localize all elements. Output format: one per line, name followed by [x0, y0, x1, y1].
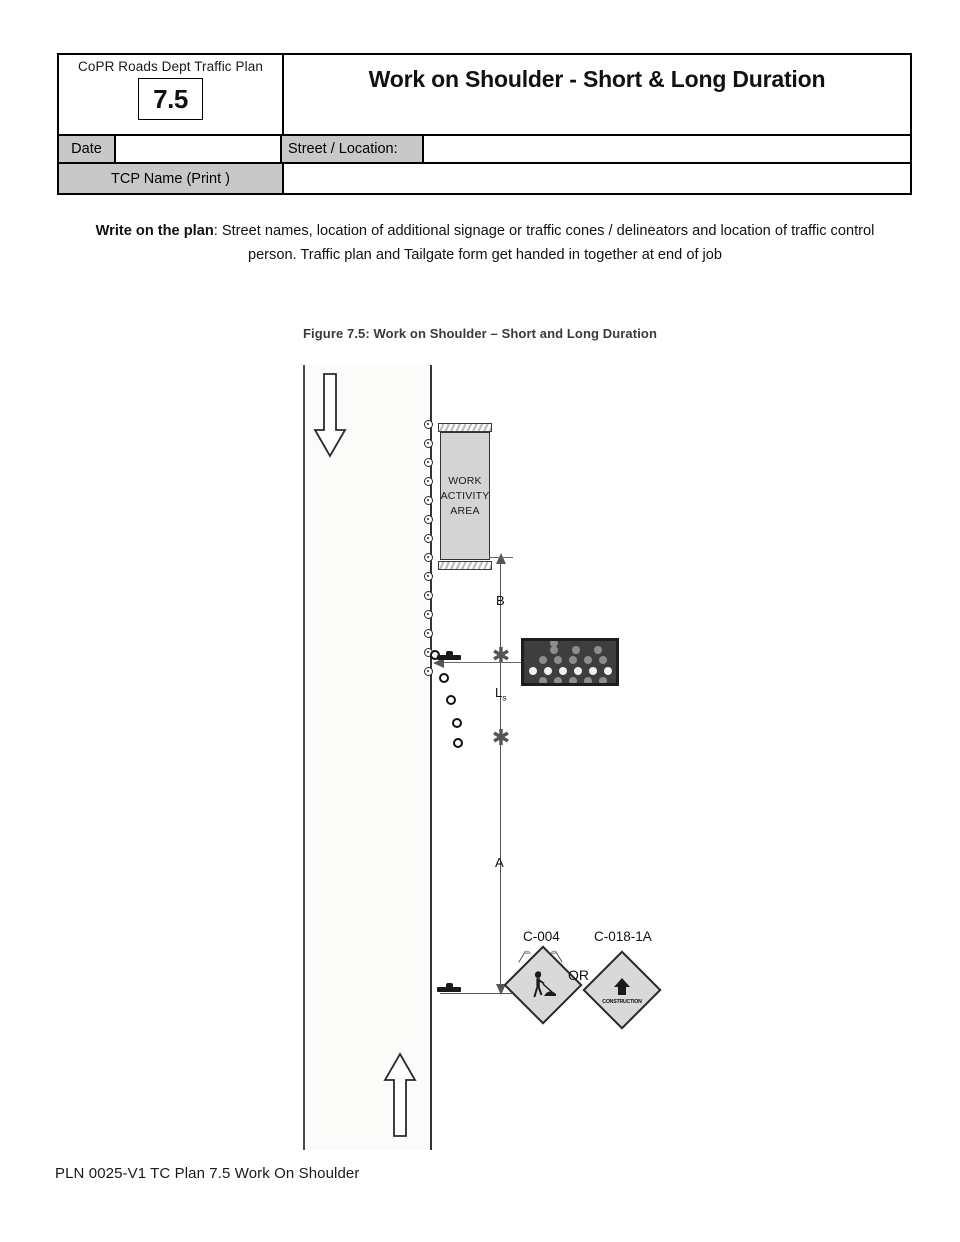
work-area-line-2: ACTIVITY [440, 489, 490, 502]
advance-sign-ground-line [440, 993, 560, 995]
delineator-post-icon [424, 477, 433, 486]
arrow-board-icon [521, 638, 619, 686]
barricade [438, 561, 492, 570]
delineator-post-icon [424, 553, 433, 562]
traffic-cone-icon [439, 673, 449, 683]
date-label-text: Date [71, 141, 102, 157]
plan-header-table: CoPR Roads Dept Traffic Plan 7.5 Work on… [57, 53, 912, 195]
dimension-tick-ls-a: ✱ [491, 726, 511, 751]
tcp-name-label-text: TCP Name (Print ) [111, 170, 230, 187]
instructions-text: Write on the plan: Street names, locatio… [70, 219, 900, 267]
delineator-post-icon [424, 420, 433, 429]
delineator-post-icon [424, 458, 433, 467]
plan-identifier-cell: CoPR Roads Dept Traffic Plan 7.5 [59, 55, 284, 134]
tcp-name-label: TCP Name (Print ) [59, 164, 284, 193]
street-location-field[interactable] [424, 136, 910, 162]
traffic-cone-icon [452, 718, 462, 728]
delineator-post-icon [424, 629, 433, 638]
barricade [438, 423, 492, 432]
shoulder-sign-post-lower [437, 983, 461, 992]
work-area-end-leader [489, 557, 513, 559]
delineator-post-icon [424, 591, 433, 600]
work-activity-area: WORK ACTIVITY AREA [440, 432, 490, 560]
construction-ahead-sign: CONSTRUCTION [582, 950, 662, 1030]
construction-sign-text: CONSTRUCTION [602, 998, 642, 1005]
work-area-line-3: AREA [450, 504, 480, 517]
southbound-arrow-icon [313, 373, 347, 458]
delineator-post-icon [424, 610, 433, 619]
delineator-post-icon [424, 515, 433, 524]
traffic-cone-icon [453, 738, 463, 748]
work-area-line-1: WORK [448, 474, 482, 487]
shoulder-sign-post-upper [437, 651, 461, 660]
document-title-cell: Work on Shoulder - Short & Long Duration [284, 55, 910, 134]
traffic-cone-icon [446, 695, 456, 705]
plan-number-box: 7.5 [138, 78, 203, 120]
delineator-post-icon [424, 534, 433, 543]
northbound-arrow-icon [383, 1052, 417, 1137]
footer-text: PLN 0025-V1 TC Plan 7.5 Work On Shoulder [55, 1165, 360, 1182]
delineator-post-icon [424, 439, 433, 448]
warning-flag-left-icon [518, 950, 531, 963]
sign-code-c018-1a: C-018-1A [594, 929, 652, 944]
dimension-a-label: A [495, 855, 504, 870]
plan-number: 7.5 [153, 83, 188, 114]
construction-arrow-icon: CONSTRUCTION [596, 964, 648, 1016]
worker-symbol-icon [517, 959, 569, 1011]
dimension-a-arrowhead-icon [496, 984, 506, 995]
arrow-board-leader-arrowhead-icon [433, 658, 444, 668]
figure-caption: Figure 7.5: Work on Shoulder – Short and… [302, 326, 657, 341]
header-row-tcp: TCP Name (Print ) [59, 162, 910, 193]
dimension-ls-line [500, 658, 502, 740]
delineator-post-icon [424, 496, 433, 505]
instructions-lead: Write on the plan [95, 223, 214, 239]
street-location-label-text: Street / Location: [288, 141, 398, 157]
roadway-surface [304, 365, 431, 1150]
dimension-a-line [500, 742, 502, 990]
dimension-ls-label: Ls [495, 685, 507, 703]
traffic-control-diagram: WORK ACTIVITY AREA B ✱ Ls ✱ [0, 350, 960, 1170]
plan-id-label: CoPR Roads Dept Traffic Plan [78, 59, 263, 74]
road-left-edge-line [303, 365, 305, 1150]
dimension-b-line [500, 560, 502, 650]
delineator-post-icon [424, 572, 433, 581]
sign-or-separator: OR [568, 967, 589, 983]
dimension-b-label: B [496, 593, 505, 608]
tcp-name-field[interactable] [284, 164, 910, 193]
header-row-date-street: Date Street / Location: [59, 134, 910, 162]
arrow-board-leader-line [437, 662, 523, 664]
page-title: Work on Shoulder - Short & Long Duration [368, 66, 826, 92]
instructions-body: : Street names, location of additional s… [213, 223, 875, 263]
header-row-title: CoPR Roads Dept Traffic Plan 7.5 Work on… [59, 55, 910, 134]
construction-worker-sign [503, 945, 583, 1025]
street-location-label: Street / Location: [282, 136, 424, 162]
road-right-edge-line [430, 365, 432, 1150]
dimension-b-arrowhead-icon [496, 553, 506, 564]
sign-code-c004: C-004 [523, 929, 560, 944]
date-label: Date [59, 136, 116, 162]
delineator-post-icon [424, 667, 433, 676]
date-field[interactable] [116, 136, 282, 162]
